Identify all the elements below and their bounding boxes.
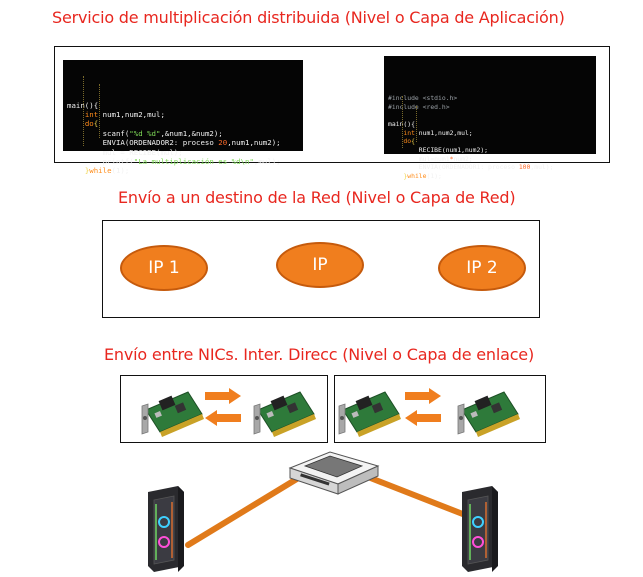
code-token: (1); — [426, 172, 442, 180]
ip2-label: IP 2 — [466, 258, 498, 278]
code-token: #include <stdio.h> — [388, 93, 458, 102]
code-token: do — [84, 119, 94, 129]
ip1-node: IP 1 — [120, 245, 208, 291]
computer-tower-left-icon — [147, 485, 185, 573]
code-token: mul=num1 — [388, 154, 450, 163]
nic-card-icon — [338, 391, 402, 438]
code-token: num1,num2,mul; — [414, 128, 473, 137]
code-token: 100 — [518, 163, 531, 172]
ip-label: IP — [312, 255, 328, 275]
code-token: } — [403, 172, 408, 180]
code-token: main(){ — [388, 119, 415, 128]
code-line: int num1,num2,mul; — [67, 110, 303, 119]
link-layer-heading: Envío entre NICs. Inter. Direcc (Nivel o… — [104, 345, 534, 364]
code-token: * — [449, 154, 454, 163]
code-indent-guide — [416, 106, 417, 142]
code-token: "La multiplicación es %d\n" — [133, 156, 254, 166]
code-line: main(){ — [67, 101, 303, 110]
code-token: ,num1,num2); — [227, 138, 281, 148]
code-token: (1); — [111, 166, 130, 176]
network-switch-icon — [288, 451, 380, 495]
server-code-block: #include <stdio.h>#include <red.h> main()… — [384, 56, 596, 180]
code-token: ENVIA(ORDENADOR2: proceso — [67, 138, 219, 148]
code-line: mul = RECIBE(mul); — [67, 148, 303, 157]
code-token: { — [411, 137, 415, 146]
code-line: #include <stdio.h> — [388, 94, 596, 103]
code-token: ENVIA(ORDENADOR1: proceso — [388, 163, 519, 172]
code-line: #include <red.h> — [388, 103, 596, 112]
code-line: ENVIA(ORDENADOR2: proceso 20,num1,num2); — [67, 138, 303, 147]
computer-tower-right-icon — [461, 485, 499, 573]
code-indent-guide — [99, 84, 100, 138]
link-cable-right — [365, 474, 481, 523]
arrow-left-icon — [405, 410, 441, 426]
ip1-label: IP 1 — [148, 258, 180, 278]
code-token: mul = RECIBE(mul); — [67, 147, 183, 157]
arrow-left-icon — [205, 410, 241, 426]
code-token: while — [89, 166, 112, 176]
link-cable-left — [185, 474, 303, 548]
code-indent-guide — [83, 76, 84, 146]
code-token: } — [84, 166, 90, 176]
code-token: num1,num2,mul; — [98, 110, 165, 120]
code-line: do{ — [67, 119, 303, 128]
code-token: ,mul); — [253, 156, 281, 166]
code-token: "%d %d" — [129, 128, 161, 138]
code-token: do — [403, 137, 412, 146]
code-line: mul=num1*num2; — [388, 155, 596, 164]
ip-node: IP — [276, 242, 364, 288]
code-token: ,&num1,&num2); — [160, 128, 223, 138]
code-token: printf( — [67, 156, 134, 166]
code-token: 20 — [218, 138, 228, 148]
code-token: int — [403, 128, 415, 137]
code-line: main(){ — [388, 120, 596, 129]
code-line: do{ — [388, 137, 596, 146]
code-token: RECIBE(num1,num2); — [388, 145, 489, 154]
code-indent-guide — [402, 96, 403, 148]
code-token: num2; — [453, 154, 473, 163]
code-token: { — [93, 119, 99, 129]
code-token: main(){ — [67, 100, 99, 110]
code-token: #include <red.h> — [388, 102, 450, 111]
application-layer-heading: Servicio de multiplicación distribuida (… — [52, 8, 565, 27]
ip2-node: IP 2 — [438, 245, 526, 291]
code-token: int — [84, 110, 99, 120]
nic-card-icon — [457, 391, 521, 438]
code-line: printf("La multiplicación es %d\n",mul); — [67, 157, 303, 166]
code-line: RECIBE(num1,num2); — [388, 146, 596, 155]
code-token: ,mul); — [530, 163, 554, 172]
network-layer-heading: Envío a un destino de la Red (Nivel o Ca… — [118, 188, 516, 207]
code-line: int num1,num2,mul; — [388, 129, 596, 138]
client-code-block: main(){ int num1,num2,mul; do{ scanf("%d… — [63, 60, 303, 175]
code-line: }while(1); — [388, 172, 596, 181]
network-layer-frame: IP 1 IP IP 2 — [102, 220, 540, 318]
code-line: }while(1); — [67, 166, 303, 175]
code-line: scanf("%d %d",&num1,&num2); — [67, 129, 303, 138]
code-line: ENVIA(ORDENADOR1: proceso 100,mul); — [388, 163, 596, 172]
application-layer-frame: main(){ int num1,num2,mul; do{ scanf("%d… — [54, 46, 610, 180]
arrow-right-icon — [405, 388, 441, 404]
nic-card-icon — [141, 391, 205, 438]
arrow-right-icon — [205, 388, 241, 404]
nic-card-icon — [253, 391, 317, 438]
code-token: while — [407, 172, 427, 180]
code-token: scanf( — [67, 128, 130, 138]
